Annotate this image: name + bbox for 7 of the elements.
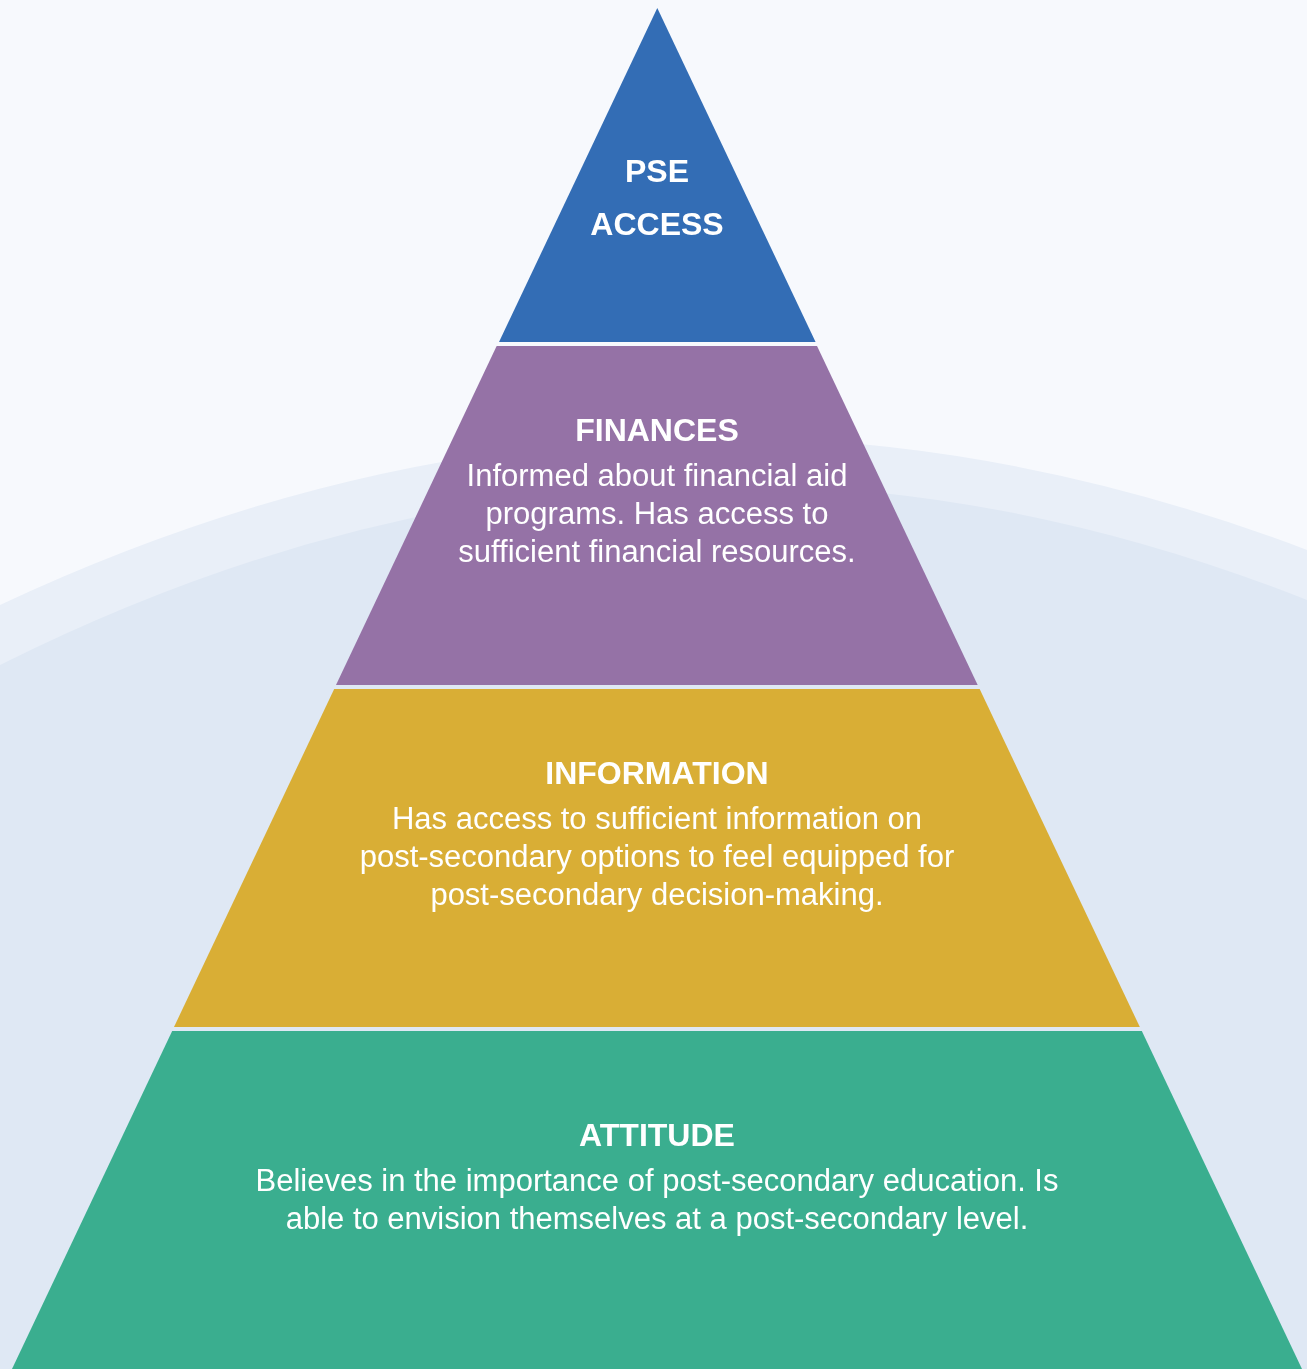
tier-description: Informed about financial aid programs. Has access to sufficient financial resources. xyxy=(457,457,857,571)
tier-heading: INFORMATION xyxy=(544,754,770,793)
tier-description: Has access to sufficient information on post-secondary options to feel equipped for post-secondary decision-making. xyxy=(358,800,956,914)
tier-heading: ATTITUDE xyxy=(578,1116,736,1155)
tier-heading: FINANCES xyxy=(574,411,740,450)
tier-description: Believes in the importance of post-secondary education. Is able to envision themselves at a post-secondary level. xyxy=(254,1162,1060,1238)
tier-heading: PSE ACCESS xyxy=(589,152,725,244)
